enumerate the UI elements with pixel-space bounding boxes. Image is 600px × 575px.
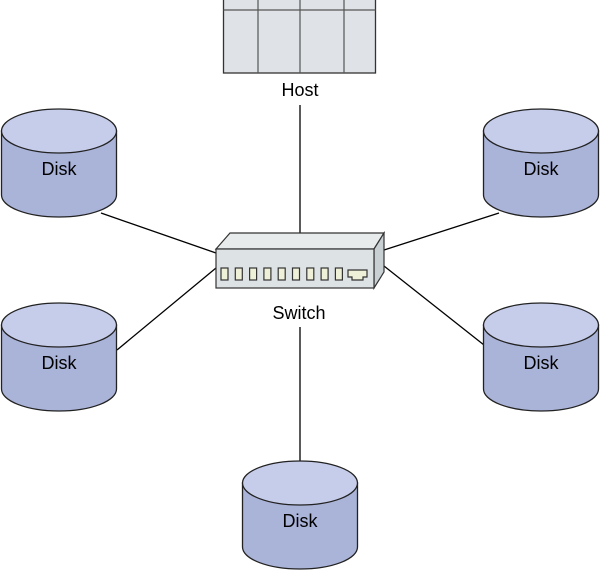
disk-cylinder-icon bbox=[0, 324, 118, 412]
disk-cylinder-icon bbox=[241, 482, 359, 570]
disk-mid-left-node[interactable]: Disk bbox=[0, 302, 118, 412]
switch-ports bbox=[220, 267, 343, 281]
switch-top-face bbox=[214, 232, 386, 250]
switch-port bbox=[249, 267, 258, 281]
disk-top-face bbox=[0, 302, 118, 348]
switch-node[interactable]: Switch bbox=[214, 230, 386, 323]
disk-cylinder-icon bbox=[482, 324, 600, 412]
edge-switch-disk-top-right bbox=[383, 212, 500, 251]
switch-port bbox=[220, 267, 229, 281]
edge-switch-disk-mid-right bbox=[383, 265, 485, 346]
switch-port bbox=[334, 267, 343, 281]
disk-top-face bbox=[0, 108, 118, 154]
switch-port bbox=[320, 267, 329, 281]
host-label: Host bbox=[281, 80, 318, 100]
disk-label: Disk bbox=[283, 511, 319, 531]
edge-switch-disk-top-left bbox=[100, 212, 217, 254]
disk-top-right-node[interactable]: Disk bbox=[482, 108, 600, 218]
host-node[interactable]: Host bbox=[222, 0, 377, 100]
disk-top-face bbox=[241, 460, 359, 506]
disk-label: Disk bbox=[524, 353, 560, 373]
switch-port bbox=[234, 267, 243, 281]
switch-port bbox=[306, 267, 315, 281]
disk-bottom-node[interactable]: Disk bbox=[241, 460, 359, 570]
switch-uplink-port bbox=[347, 269, 368, 281]
disk-label: Disk bbox=[42, 353, 78, 373]
disk-top-face bbox=[482, 108, 600, 154]
disk-top-face bbox=[482, 302, 600, 348]
edge-switch-disk-mid-left bbox=[116, 267, 217, 351]
disk-cylinder-icon bbox=[482, 130, 600, 218]
switch-port bbox=[291, 267, 301, 281]
disk-label: Disk bbox=[42, 159, 78, 179]
switch-port bbox=[277, 267, 286, 281]
disk-mid-right-node[interactable]: Disk bbox=[482, 302, 600, 412]
switch-port bbox=[263, 267, 272, 281]
disk-top-left-node[interactable]: Disk bbox=[0, 108, 118, 218]
disk-label: Disk bbox=[524, 159, 560, 179]
disk-cylinder-icon bbox=[0, 130, 118, 218]
switch-label: Switch bbox=[272, 303, 325, 323]
